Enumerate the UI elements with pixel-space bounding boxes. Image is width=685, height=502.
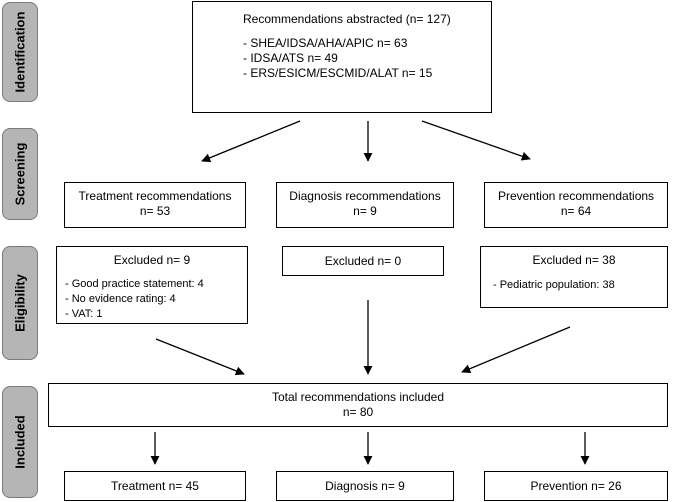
excluded-treatment-box: Excluded n= 9 - Good practice statement:… <box>56 246 248 324</box>
screening-diagnosis-box: Diagnosis recommendations n= 9 <box>276 182 454 228</box>
abstracted-list: - SHEA/IDSA/AHA/APIC n= 63 - IDSA/ATS n=… <box>243 36 491 81</box>
excluded-treatment-item: - Good practice statement: 4 <box>65 278 204 290</box>
abstracted-box: Recommendations abstracted (n= 127) - SH… <box>192 1 492 113</box>
arrow-prevention-to-total <box>461 326 571 374</box>
abstracted-item: - SHEA/IDSA/AHA/APIC n= 63 <box>243 36 408 50</box>
final-treatment-box: Treatment n= 45 <box>64 471 246 501</box>
screening-diagnosis-label: Diagnosis recommendations <box>289 189 441 203</box>
screening-treatment-count: n= 53 <box>139 204 171 218</box>
excluded-treatment-item: - No evidence rating: 4 <box>65 293 176 305</box>
arrow-to-treatment <box>201 120 301 163</box>
screening-prevention-box: Prevention recommendations n= 64 <box>484 182 668 228</box>
screening-treatment-label: Treatment recommendations <box>78 189 232 203</box>
abstracted-item: - ERS/ESICM/ESCMID/ALAT n= 15 <box>243 66 433 80</box>
total-box: Total recommendations included n= 80 <box>48 383 668 427</box>
screening-prevention-label: Prevention recommendations <box>497 189 655 203</box>
screening-diagnosis-count: n= 9 <box>353 204 377 218</box>
final-treatment-label: Treatment n= 45 <box>111 479 199 493</box>
excluded-treatment-title: Excluded n= 9 <box>113 253 191 267</box>
abstracted-title: Recommendations abstracted (n= 127) <box>243 12 451 26</box>
excluded-prevention-item: - Pediatric population: 38 <box>493 279 615 291</box>
total-label: Total recommendations included <box>271 390 445 404</box>
excluded-prevention-box: Excluded n= 38 - Pediatric population: 3… <box>480 246 668 308</box>
excluded-prevention-list: - Pediatric population: 38 <box>493 278 667 293</box>
abstracted-item: - IDSA/ATS n= 49 <box>243 51 338 65</box>
screening-treatment-box: Treatment recommendations n= 53 <box>64 182 246 228</box>
stage-identification: Identification <box>2 2 38 102</box>
excluded-diagnosis-box: Excluded n= 0 <box>282 246 444 276</box>
screening-prevention-count: n= 64 <box>560 204 592 218</box>
total-count: n= 80 <box>342 405 374 419</box>
excluded-treatment-list: - Good practice statement: 4 - No eviden… <box>65 277 247 322</box>
final-diagnosis-box: Diagnosis n= 9 <box>276 471 454 501</box>
stage-screening: Screening <box>2 128 38 220</box>
stage-included: Included <box>2 386 38 498</box>
final-prevention-box: Prevention n= 26 <box>484 471 668 501</box>
excluded-treatment-item: - VAT: 1 <box>65 308 103 320</box>
stage-eligibility: Eligibility <box>2 246 38 360</box>
final-prevention-label: Prevention n= 26 <box>530 479 622 493</box>
excluded-prevention-title: Excluded n= 38 <box>532 253 616 267</box>
excluded-diagnosis-title: Excluded n= 0 <box>324 254 402 268</box>
arrow-to-prevention <box>421 120 531 161</box>
arrow-treatment-to-total <box>155 338 245 376</box>
final-diagnosis-label: Diagnosis n= 9 <box>325 479 405 493</box>
